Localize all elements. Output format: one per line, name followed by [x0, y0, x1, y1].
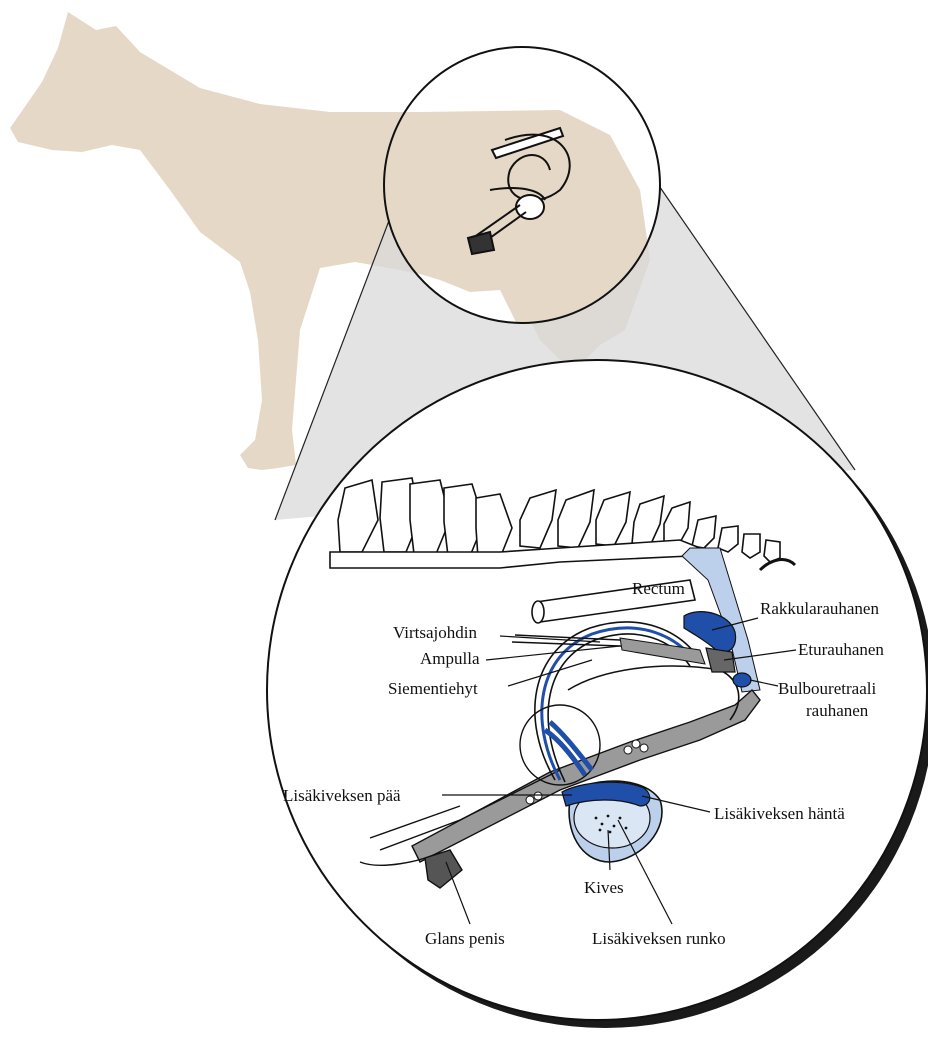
- label-epididymis-body: Lisäkiveksen runko: [592, 929, 726, 948]
- label-bulbourethral-2: rauhanen: [806, 701, 869, 720]
- label-epididymis-tail: Lisäkiveksen häntä: [714, 804, 845, 823]
- label-ampulla: Ampulla: [420, 649, 480, 668]
- label-vas-deferens: Siementiehyt: [388, 679, 478, 698]
- label-rectum: Rectum: [632, 579, 685, 598]
- label-seminal-vesicle: Rakkularauhanen: [760, 599, 879, 618]
- label-epididymis-head: Lisäkiveksen pää: [283, 786, 401, 805]
- label-glans: Glans penis: [425, 929, 505, 948]
- label-prostate: Eturauhanen: [798, 640, 884, 659]
- label-bulbourethral-1: Bulbouretraali: [778, 679, 876, 698]
- label-ureter: Virtsajohdin: [393, 623, 477, 642]
- label-testis: Kives: [584, 878, 624, 897]
- bulbourethral-shape: [733, 673, 751, 687]
